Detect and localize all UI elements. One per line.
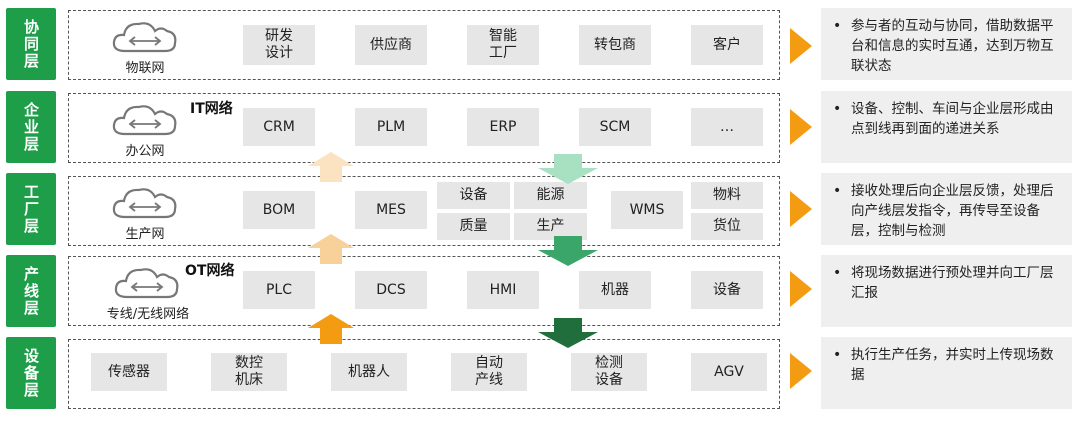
desc-collab: 参与者的互动与协同，借助数据平台和信息的实时互通，达到万物互联状态 — [821, 8, 1072, 80]
down-arrow-icon — [538, 236, 598, 266]
node-quality: 质量 — [437, 213, 510, 240]
node-auto-line: 自动 产线 — [451, 353, 527, 391]
network-label: 专线/无线网络 — [106, 307, 190, 322]
ot-network-label: OT网络 — [185, 263, 235, 279]
node-crm: CRM — [243, 108, 315, 146]
node-supplier: 供应商 — [355, 25, 427, 65]
node-hmi: HMI — [467, 271, 539, 309]
it-network-label: IT网络 — [190, 101, 233, 117]
node-robot: 机器人 — [331, 353, 407, 391]
node-location: 货位 — [691, 213, 763, 240]
side-arrow-collab — [790, 28, 812, 64]
cloud-icon — [114, 268, 179, 299]
layer-label-line: 产线层 — [6, 255, 56, 327]
side-arrow-device — [790, 353, 812, 389]
layer-label-text: 产线层 — [22, 265, 40, 317]
node-energy: 能源 — [514, 182, 587, 209]
node-material: 物料 — [691, 182, 763, 209]
layer-box-line: 专线/无线网络 PLC DCS HMI 机器 设备 — [68, 256, 780, 326]
side-arrow-factory — [790, 191, 812, 227]
node-wms: WMS — [611, 191, 683, 229]
layer-label-factory: 工厂层 — [6, 173, 56, 245]
node-device: 设备 — [691, 271, 763, 309]
cloud-icon — [112, 105, 177, 136]
side-arrow-enterprise — [790, 109, 812, 145]
down-arrow-icon — [538, 318, 598, 348]
layer-label-device: 设备层 — [6, 337, 56, 409]
node-smart-factory: 智能 工厂 — [467, 25, 539, 65]
node-cnc: 数控 机床 — [211, 353, 287, 391]
desc-device: 执行生产任务，并实时上传现场数据 — [821, 337, 1072, 409]
desc-enterprise: 设备、控制、车间与企业层形成由点到线再到面的递进关系 — [821, 91, 1072, 163]
network-label: 办公网 — [125, 144, 165, 159]
node-mes: MES — [355, 191, 427, 229]
node-subcontractor: 转包商 — [579, 25, 651, 65]
desc-line: 将现场数据进行预处理并向工厂层汇报 — [821, 255, 1072, 327]
node-inspection: 检测 设备 — [571, 353, 647, 391]
layer-label-text: 工厂层 — [22, 183, 40, 235]
cloud-icon — [112, 22, 177, 53]
node-plm: PLM — [355, 108, 427, 146]
node-machine: 机器 — [579, 271, 651, 309]
node-scm: SCM — [579, 108, 651, 146]
layer-label-text: 协同层 — [22, 18, 40, 70]
up-arrow-icon — [308, 314, 354, 344]
network-line: 专线/无线网络 — [83, 261, 213, 323]
desc-factory: 接收处理后向企业层反馈，处理后向产线层发指令，再传导至设备层，控制与检测 — [821, 173, 1072, 245]
up-arrow-icon — [308, 152, 354, 182]
down-arrow-icon — [538, 154, 598, 184]
network-factory: 生产网 — [95, 181, 195, 243]
layer-box-collab: 物联网 研发 设计 供应商 智能 工厂 转包商 客户 — [68, 10, 780, 80]
node-bom: BOM — [243, 191, 315, 229]
layer-label-text: 设备层 — [22, 347, 40, 399]
cloud-icon — [112, 188, 177, 219]
layer-label-text: 企业层 — [22, 101, 40, 153]
node-erp: ERP — [467, 108, 539, 146]
node-agv: AGV — [691, 353, 767, 391]
node-equipment: 设备 — [437, 182, 510, 209]
side-arrow-line — [790, 271, 812, 307]
layer-box-enterprise: 办公网 CRM PLM ERP SCM … — [68, 93, 780, 163]
network-enterprise: 办公网 — [95, 98, 195, 160]
node-dcs: DCS — [355, 271, 427, 309]
layer-box-device: 传感器 数控 机床 机器人 自动 产线 检测 设备 AGV — [68, 339, 780, 409]
layer-label-enterprise: 企业层 — [6, 91, 56, 163]
network-label: 物联网 — [125, 61, 165, 76]
network-collab: 物联网 — [95, 15, 195, 77]
network-label: 生产网 — [125, 227, 165, 242]
layer-label-collab: 协同层 — [6, 8, 56, 80]
node-customer: 客户 — [691, 25, 763, 65]
layer-box-factory: 生产网 BOM MES 设备 能源 质量 生产 WMS 物料 货位 — [68, 176, 780, 246]
node-rd-design: 研发 设计 — [243, 25, 315, 65]
node-production: 生产 — [514, 213, 587, 240]
node-sensor: 传感器 — [91, 353, 167, 391]
up-arrow-icon — [308, 234, 354, 264]
node-more: … — [691, 108, 763, 146]
node-plc: PLC — [243, 271, 315, 309]
